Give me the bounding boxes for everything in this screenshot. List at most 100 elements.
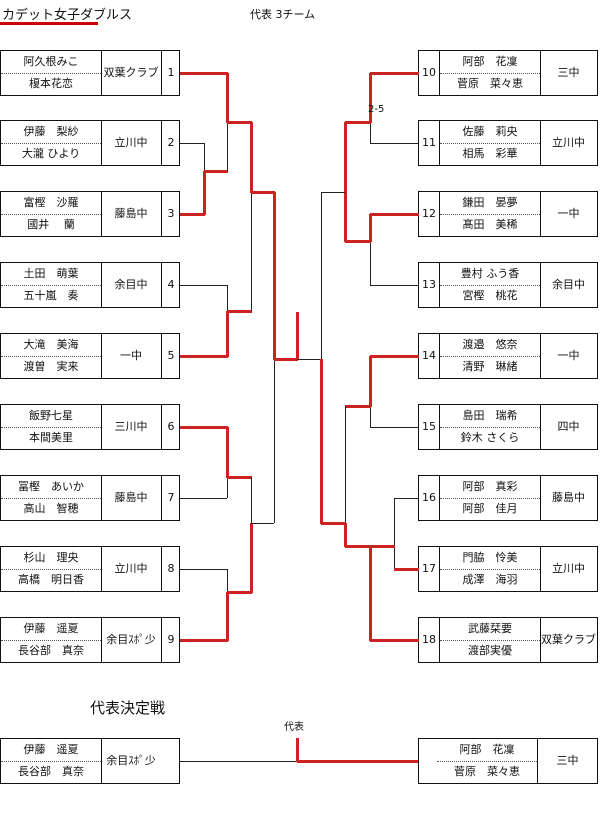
- player-name: 髙田 美稀: [462, 218, 518, 231]
- bracket-line: [370, 639, 419, 642]
- player-name: 冨樫 あいか: [1, 476, 101, 499]
- bracket-line: [370, 143, 418, 144]
- bracket-line: [180, 569, 227, 570]
- final-left-players: 伊藤 遥夏 長谷部 真奈: [1, 739, 102, 783]
- team-name: 余目中: [552, 278, 585, 291]
- bracket-subtitle: 代表 3チーム: [250, 8, 316, 21]
- bracket-line: [394, 498, 395, 569]
- player-name: 伊藤 遥夏: [1, 739, 101, 762]
- score-label: 2-5: [368, 104, 385, 115]
- team-name: 一中: [101, 334, 162, 378]
- player-name: 武藤栞要: [440, 618, 540, 641]
- team-name: 立川中: [101, 121, 162, 165]
- player-name: 渡曽 実来: [23, 360, 79, 373]
- player-names: 佐藤 莉央相馬 彩華: [440, 121, 541, 165]
- bracket-line: [250, 122, 253, 193]
- bracket-line: [394, 498, 418, 499]
- player-name: 國井 蘭: [27, 218, 75, 231]
- player-names: 鎌田 晏夢髙田 美稀: [440, 192, 541, 236]
- bracket-line: [370, 122, 371, 143]
- bracket-line: [180, 143, 204, 144]
- bracket-line: [227, 477, 228, 498]
- bracket-line: [250, 523, 253, 593]
- team-name: 立川中: [552, 136, 585, 149]
- team-name: 立川中: [101, 547, 162, 591]
- final-right-players: 阿部 花凜 菅原 菜々恵: [437, 739, 538, 783]
- player-name: 渡部実優: [468, 644, 512, 657]
- player-name: 阿部 真彩: [440, 476, 540, 499]
- player-names: 土田 萌葉五十嵐 奏: [1, 263, 102, 307]
- bracket-line: [251, 191, 275, 194]
- player-name: 清野 琳緒: [462, 360, 518, 373]
- team-name: 双葉クラブ: [101, 51, 162, 95]
- bracket-line: [180, 355, 228, 358]
- bracket-line: [370, 213, 419, 216]
- bracket-line: [226, 427, 229, 478]
- seed-number: 10: [419, 51, 440, 95]
- bracket-line: [226, 73, 229, 123]
- bracket-line: [345, 406, 346, 498]
- seed-number: 13: [419, 263, 440, 307]
- team-name: 藤島中: [101, 476, 162, 520]
- player-name: 阿部 佳月: [462, 502, 518, 515]
- player-names: 富樫 沙羅國井 蘭: [1, 192, 102, 236]
- player-name: 阿久根みこ: [1, 51, 101, 74]
- bracket-line: [345, 545, 371, 548]
- player-name: 宮樫 桃花: [462, 289, 518, 302]
- player-name: 佐藤 莉央: [440, 121, 540, 144]
- bracket-line: [370, 427, 418, 428]
- bracket-line: [227, 591, 252, 594]
- seed-number: 6: [167, 420, 175, 433]
- player-name: 豊村 ふう香: [440, 263, 540, 286]
- player-name: 門脇 怜美: [440, 547, 540, 570]
- player-name: 鈴木 さくら: [460, 431, 520, 444]
- seed-number: 16: [419, 476, 440, 520]
- team-name: 余目ｽﾎﾟ少: [106, 754, 156, 767]
- seed-number: 18: [419, 618, 440, 662]
- bracket-line: [273, 192, 276, 360]
- player-name: 飯野七星: [1, 405, 101, 428]
- seed-number: 5: [167, 349, 175, 362]
- player-names: 阿久根みこ榎本花恋: [1, 51, 102, 95]
- player-names: 杉山 理央高橋 明日香: [1, 547, 102, 591]
- player-name: 榎本花恋: [29, 77, 73, 90]
- bracket-line: [296, 312, 299, 360]
- seed-number: 8: [167, 562, 175, 575]
- player-name: 阿部 花凜: [440, 51, 540, 74]
- player-names: 大滝 美海渡曽 実来: [1, 334, 102, 378]
- bracket-line: [226, 311, 229, 357]
- player-name: 富樫 沙羅: [1, 192, 101, 215]
- final-right-entry: 阿部 花凜 菅原 菜々恵 三中: [418, 738, 598, 784]
- bracket-line: [204, 170, 228, 173]
- bracket-line: [203, 171, 206, 215]
- team-name: 余目ｽﾎﾟ少: [101, 618, 162, 662]
- player-name: 大瀧 ひより: [21, 147, 81, 160]
- final-left-entry: 伊藤 遥夏 長谷部 真奈 余目ｽﾎﾟ少: [0, 738, 180, 784]
- player-names: 豊村 ふう香宮樫 桃花: [440, 263, 541, 307]
- player-name: 阿部 花凜: [437, 739, 537, 762]
- player-names: 飯野七星本間美里: [1, 405, 102, 449]
- entry-9: 伊藤 遥夏長谷部 真奈余目ｽﾎﾟ少 9: [0, 617, 180, 663]
- bracket-line: [180, 213, 205, 216]
- bracket-line: [369, 214, 372, 242]
- player-name: 大滝 美海: [1, 334, 101, 357]
- bracket-line: [370, 545, 395, 548]
- player-name: 鎌田 晏夢: [440, 192, 540, 215]
- player-names: 伊藤 遥夏長谷部 真奈: [1, 618, 102, 662]
- player-name: 渡邉 悠奈: [440, 334, 540, 357]
- title-underline: [0, 22, 98, 25]
- seed-number: 9: [167, 633, 175, 646]
